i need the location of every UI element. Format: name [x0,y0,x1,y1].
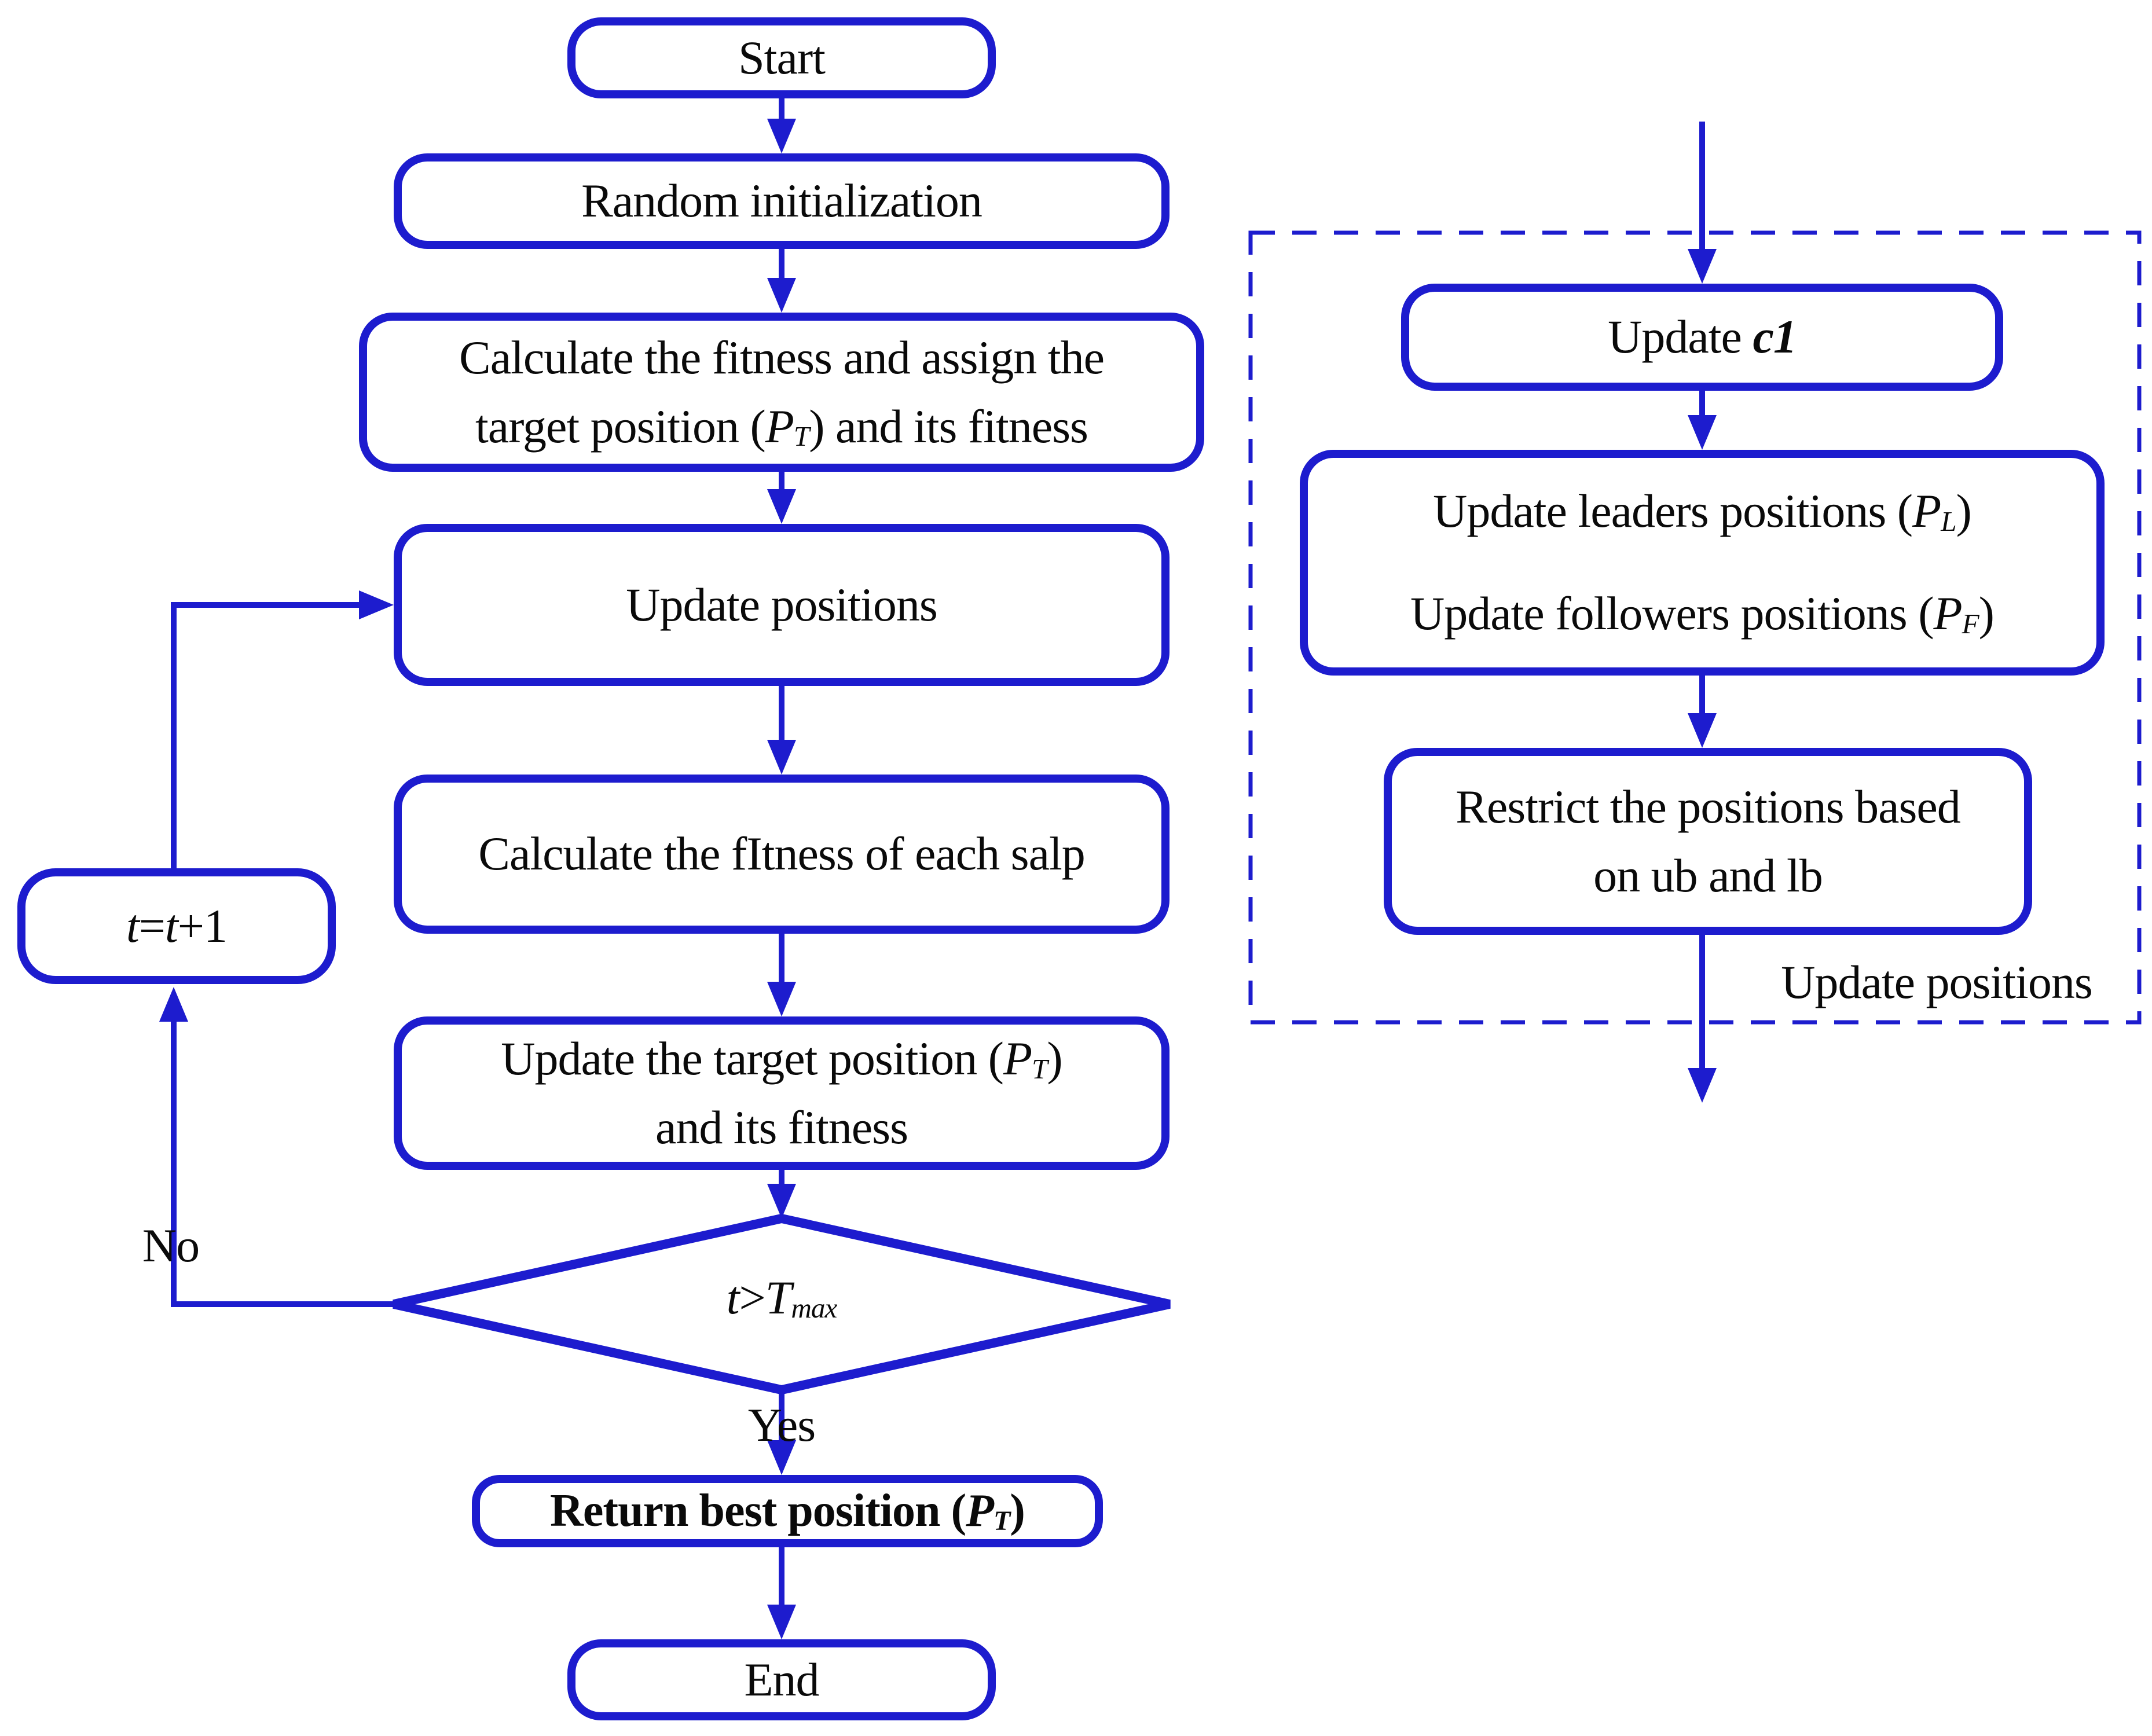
node-random-initialization-label: Random initialization [581,174,982,227]
calc-fitness-line2: target position (PT) and its fitness [475,399,1088,453]
node-calculate-salp-fitness: Calculate the fItness of each salp [394,775,1170,934]
node-update-c1: Update c1 [1401,284,2003,391]
restrict-line2: on ub and lb [1593,849,1823,902]
decision-yes-label: Yes [747,1399,816,1451]
node-increment-t-label: t=t+1 [126,899,228,952]
node-calculate-salp-fitness-label: Calculate the fItness of each salp [478,827,1085,880]
node-end-label: End [744,1653,819,1706]
node-update-positions-label: Update positions [626,578,937,631]
calc-fitness-line1: Calculate the fitness and assign the [459,331,1105,384]
node-random-initialization: Random initialization [394,153,1170,249]
update-positions-group-outline [1248,230,2142,1025]
node-update-target-position: Update the target position (PT) and its … [394,1016,1170,1170]
restrict-line1: Restrict the positions based [1456,780,1961,833]
node-update-leaders-followers: Update leaders positions (PL) Update fol… [1300,450,2105,676]
node-start-label: Start [738,31,826,84]
update-positions-group-caption: Update positions [1781,956,2092,1008]
node-update-positions: Update positions [394,524,1170,686]
update-target-line1: Update the target position (PT) [501,1032,1062,1085]
decision-no-label: No [142,1219,200,1272]
decision-diamond [393,1213,1171,1395]
update-leaders-line1: Update leaders positions (PL) [1433,485,1972,538]
node-start: Start [567,17,996,98]
node-return-best-position: Return best position (PT) [472,1475,1103,1547]
node-return-best-position-label: Return best position (PT) [550,1485,1025,1537]
update-leaders-line2: Update followers positions (PF) [1410,587,1995,640]
node-restrict-positions: Restrict the positions based on ub and l… [1384,748,2032,935]
node-calculate-fitness-assign-target: Calculate the fitness and assign the tar… [359,313,1204,472]
decision-condition-label: t>Tmax [726,1271,838,1324]
update-target-line2: and its fitness [655,1100,908,1154]
node-end: End [567,1639,996,1720]
node-update-c1-label: Update c1 [1608,310,1797,364]
node-increment-t: t=t+1 [17,868,336,984]
arrow-decision-no-to-increment [159,987,394,1307]
arrow-increment-to-update-positions [171,590,394,868]
